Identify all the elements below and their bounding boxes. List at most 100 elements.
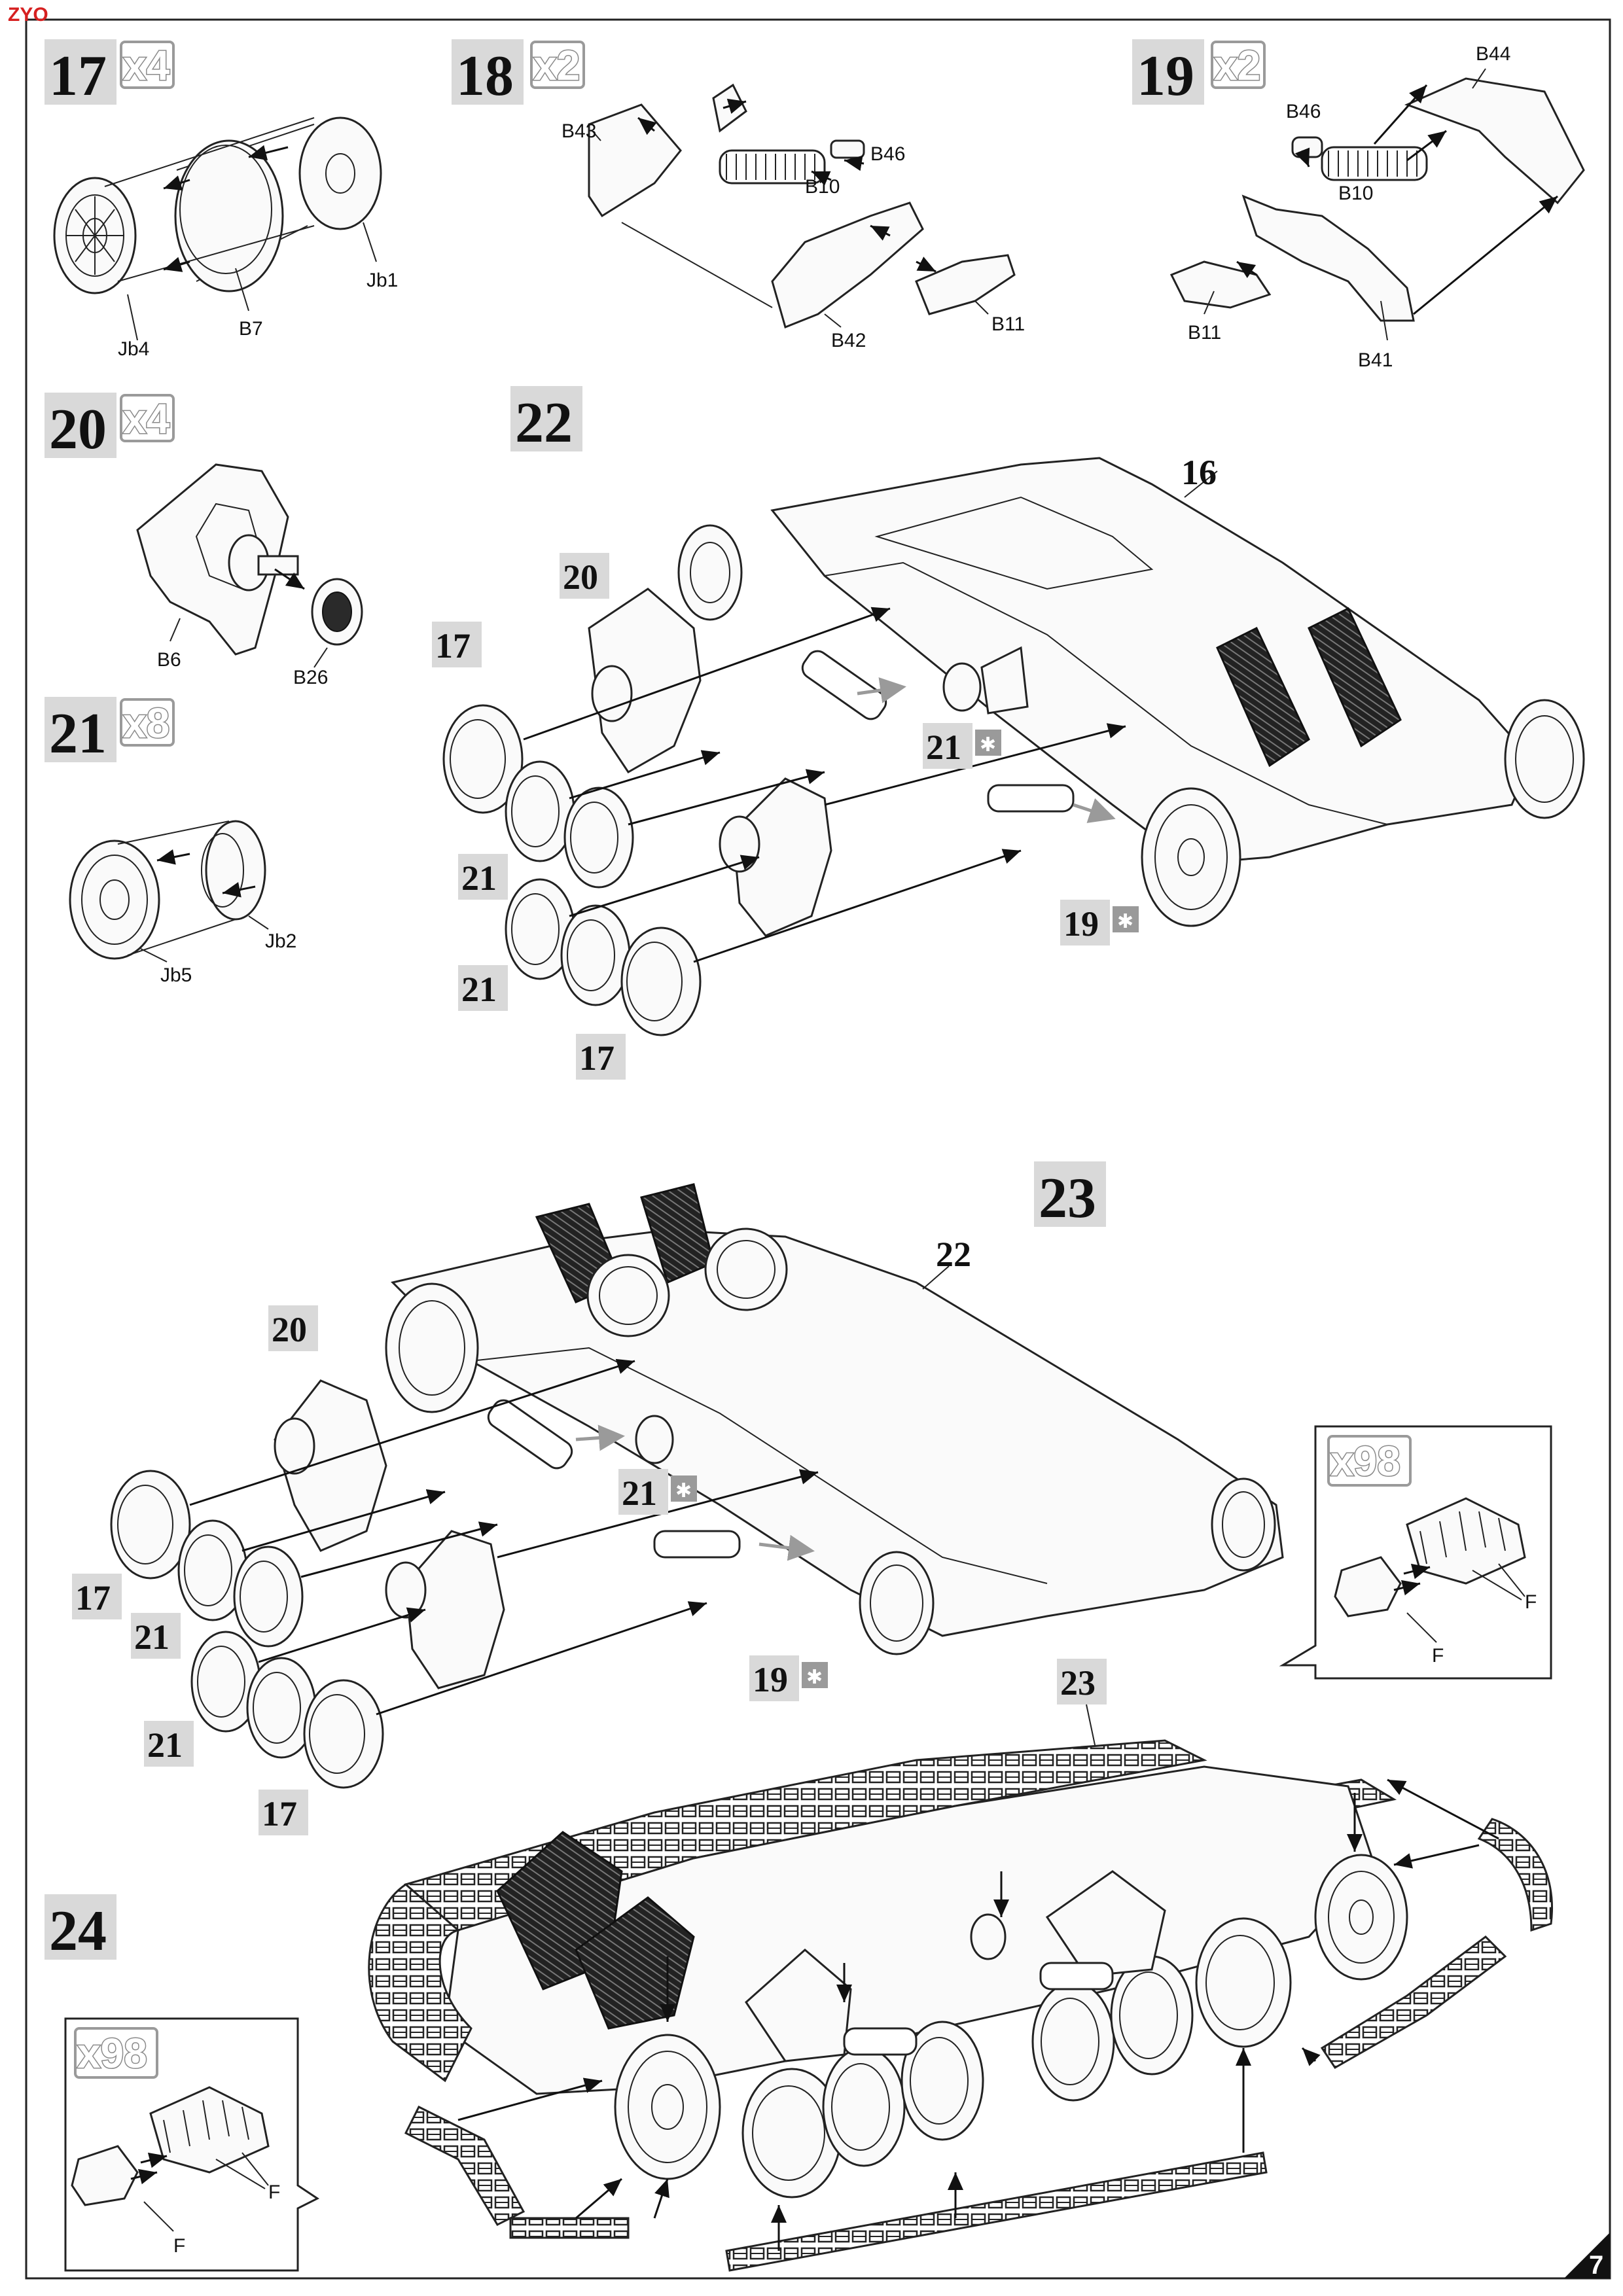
multiplier-box [74, 2027, 158, 2079]
page-number: 7 [1589, 2251, 1603, 2280]
ref-label: 17 [435, 626, 471, 665]
page-border [25, 18, 1611, 2280]
bogie-bracket-drawing [136, 463, 363, 656]
ref-label: 21 [926, 728, 961, 767]
multiplier: x4 [123, 42, 170, 89]
ref-label-box [1057, 1659, 1107, 1704]
part-label: B7 [239, 318, 263, 340]
ref-label-box [268, 1305, 318, 1351]
step-number: 23 [1039, 1167, 1096, 1230]
ref-label-box [72, 1574, 122, 1619]
step-number: 17 [49, 44, 107, 108]
logo-text: ZYO [8, 4, 48, 26]
fastener-icon-box [671, 1475, 697, 1502]
ref-label: 19 [753, 1660, 788, 1699]
road-wheel-drawing [69, 820, 266, 960]
step-number: 24 [49, 1899, 107, 1963]
part-label: B26 [293, 667, 328, 688]
fastener-icon-box [975, 730, 1001, 756]
ref-label-box [560, 553, 609, 599]
part-label: Jb1 [366, 270, 398, 291]
ref-label-box [923, 723, 972, 769]
step-19: 19 x2 B44 B46 B10 B11 B41 [1132, 39, 1585, 371]
ref-label-box [1060, 900, 1110, 945]
part-label: B41 [1358, 349, 1393, 371]
ref-label: 20 [272, 1310, 307, 1349]
step-22: 22 [432, 386, 1585, 1080]
ref-label: 21 [461, 858, 497, 898]
ref-label: 22 [936, 1235, 971, 1274]
ref-label: 19 [1063, 904, 1099, 944]
fastener-icon-box [802, 1662, 828, 1688]
step-number: 21 [49, 702, 107, 766]
fastener-icon: ✱ [806, 1667, 823, 1688]
part-label: Jb2 [265, 930, 296, 952]
ref-label-box [458, 854, 508, 900]
step-20: 20 x4 B6 B26 [45, 393, 363, 688]
track-link-drawing [1334, 1497, 1526, 1617]
step-23: 23 [72, 1161, 1284, 1835]
page-number-tab: 7 [1564, 2233, 1610, 2280]
ref-label-box [144, 1721, 194, 1767]
ref-label: 20 [563, 557, 598, 597]
step-number: 22 [515, 391, 573, 455]
multiplier-box [120, 698, 175, 747]
step-number: 19 [1137, 44, 1194, 108]
step-label-box [45, 1894, 116, 1960]
step-label-box [510, 386, 582, 451]
ref-label-box [458, 965, 508, 1011]
hull-underside-drawing [110, 1183, 1284, 1789]
step-label-box [1034, 1161, 1106, 1227]
part-label: F [1525, 1591, 1537, 1613]
ref-label: 17 [75, 1578, 111, 1617]
part-label: B10 [805, 176, 840, 198]
multiplier-box [120, 394, 175, 442]
step-label-box [45, 39, 116, 105]
part-label: B44 [1476, 43, 1510, 65]
step-label-box [45, 393, 116, 458]
multiplier-box [120, 41, 175, 89]
multiplier: x2 [533, 42, 580, 89]
part-label: B11 [991, 313, 1025, 335]
multiplier: x98 [1330, 1438, 1400, 1485]
part-label: B43 [562, 120, 596, 142]
multiplier: x4 [123, 395, 170, 442]
step-number: 18 [456, 44, 514, 108]
step-label-box [1132, 39, 1204, 105]
part-label: B6 [157, 649, 181, 671]
suspension-arm-drawing [588, 83, 1016, 329]
part-label: B10 [1338, 183, 1373, 204]
part-label: Jb4 [118, 338, 149, 360]
step-18: 18 x2 B43 B46 B10 B42 B11 [452, 39, 1025, 351]
ref-label: 21 [461, 970, 497, 1009]
multiplier-box [1327, 1435, 1412, 1487]
multiplier-box [1211, 41, 1266, 89]
logo: ZYO [8, 4, 48, 26]
track-link-drawing [71, 2086, 270, 2206]
part-label: Jb5 [160, 964, 192, 986]
multiplier: x98 [77, 2030, 147, 2077]
ref-label: 17 [262, 1794, 297, 1833]
ref-label: 16 [1181, 453, 1217, 492]
ref-label: 17 [579, 1038, 615, 1078]
hull-underside-drawing [442, 457, 1585, 1036]
part-label: F [1432, 1645, 1444, 1667]
multiplier: x2 [1214, 42, 1260, 89]
fastener-icon: ✱ [980, 734, 996, 756]
part-label: F [268, 2181, 280, 2203]
part-label: B46 [870, 143, 905, 165]
ref-label-box [618, 1469, 668, 1515]
step-label-box [45, 697, 116, 762]
ref-label-box [749, 1655, 799, 1701]
ref-label: 23 [1060, 1663, 1096, 1703]
ref-label-box [259, 1790, 308, 1835]
step-21: 21 x8 Jb2 Jb5 [45, 697, 296, 986]
ref-label: 21 [134, 1617, 169, 1657]
track-link-callout: x98 F F [1279, 1425, 1552, 1680]
road-wheel-drawing [53, 116, 382, 294]
tank-with-tracks-drawing [368, 1739, 1553, 2272]
track-link-callout: x98 F F [64, 2017, 319, 2272]
ref-label-box [576, 1034, 626, 1080]
fastener-icon: ✱ [675, 1480, 692, 1502]
ref-label-box [432, 622, 482, 667]
